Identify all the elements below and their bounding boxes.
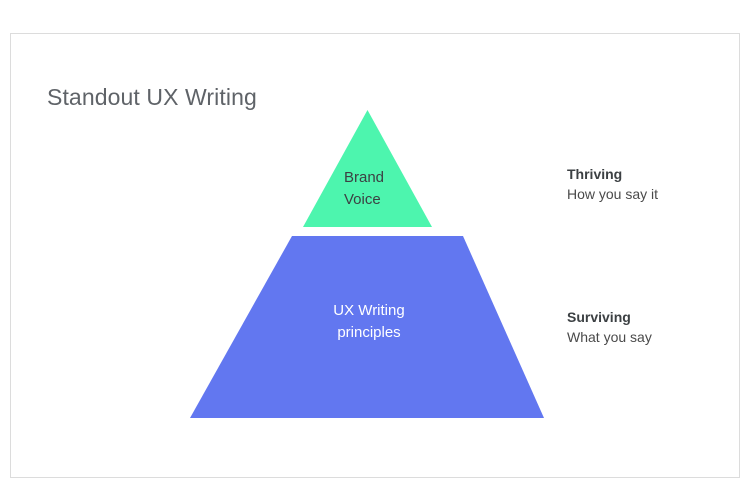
- annotation-surviving-heading: Surviving: [567, 309, 631, 325]
- annotation-surviving: Surviving What you say: [567, 307, 652, 347]
- annotation-thriving-heading: Thriving: [567, 166, 623, 182]
- ux-writing-principles-label: UX Writing principles: [333, 302, 405, 341]
- annotation-surviving-sub: What you say: [567, 329, 652, 345]
- brand-voice-label: Brand Voice: [344, 169, 385, 208]
- annotation-thriving-sub: How you say it: [567, 186, 659, 202]
- annotation-thriving: Thriving How you say it: [567, 164, 658, 204]
- page-title: Standout UX Writing: [47, 84, 257, 110]
